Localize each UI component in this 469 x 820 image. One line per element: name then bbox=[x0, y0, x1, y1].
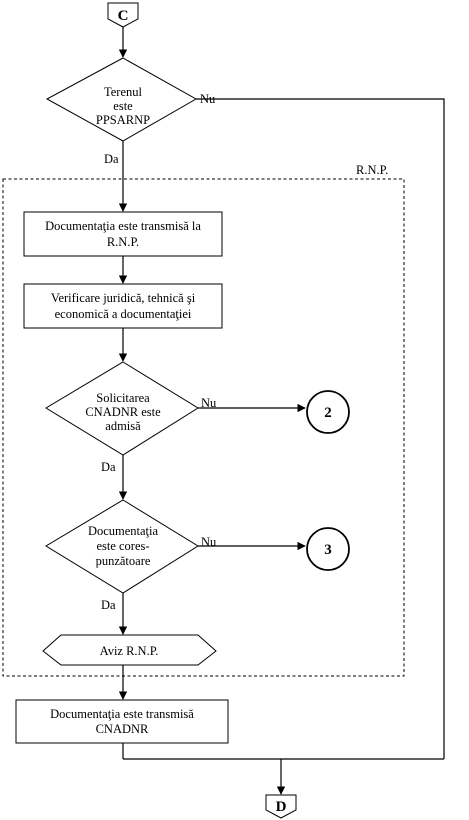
connector-d-label: D bbox=[276, 799, 287, 815]
exit-connector-3-label: 3 bbox=[324, 542, 332, 558]
process3-line2: CNADNR bbox=[96, 722, 149, 736]
process-verificare bbox=[23, 283, 223, 329]
decision1-line3: PPSARNP bbox=[96, 113, 150, 127]
process2-line2: economică a documentaţiei bbox=[55, 307, 192, 321]
process1-line2: R.N.P. bbox=[107, 235, 139, 249]
decision1-yes-label: Da bbox=[104, 152, 119, 166]
decision2-line3: admisă bbox=[105, 419, 141, 433]
decision2-line2: CNADNR este bbox=[85, 405, 161, 419]
exit-connector-2 bbox=[306, 390, 350, 434]
process-transmitere-cnadnr bbox=[15, 699, 229, 744]
connector-c-shape bbox=[107, 2, 139, 28]
decision3-line3: punzătoare bbox=[96, 554, 151, 568]
exit-connector-3 bbox=[306, 527, 350, 571]
decision3-line1: Documentaţia bbox=[88, 524, 159, 538]
decision3-yes-label: Da bbox=[101, 598, 116, 612]
connector-d-shape bbox=[265, 794, 297, 819]
process-transmitere-rnp bbox=[23, 211, 223, 257]
process3-line1: Documentaţia este transmisă bbox=[50, 707, 194, 721]
exit-connector-2-label: 2 bbox=[324, 405, 332, 421]
decision2-no-label: Nu bbox=[201, 396, 217, 410]
decision1-line1: Terenul bbox=[104, 85, 143, 99]
bypass-line-nu bbox=[196, 98, 445, 759]
rnp-region-label: R.N.P. bbox=[356, 163, 388, 177]
rnp-region-border bbox=[2, 178, 405, 677]
decision2-line1: Solicitarea bbox=[96, 391, 150, 405]
output-label: Aviz R.N.P. bbox=[100, 644, 159, 658]
connector-c-label: C bbox=[118, 8, 129, 24]
decision3-no-label: Nu bbox=[201, 535, 217, 549]
decision3-line2: este cores- bbox=[96, 539, 149, 553]
process1-line1: Documentaţia este transmisă la bbox=[45, 219, 201, 233]
output-aviz-rnp bbox=[42, 634, 217, 666]
process2-line1: Verificare juridică, tehnică şi bbox=[51, 291, 196, 305]
decision2-yes-label: Da bbox=[101, 460, 116, 474]
decision1-line2: este bbox=[113, 99, 133, 113]
